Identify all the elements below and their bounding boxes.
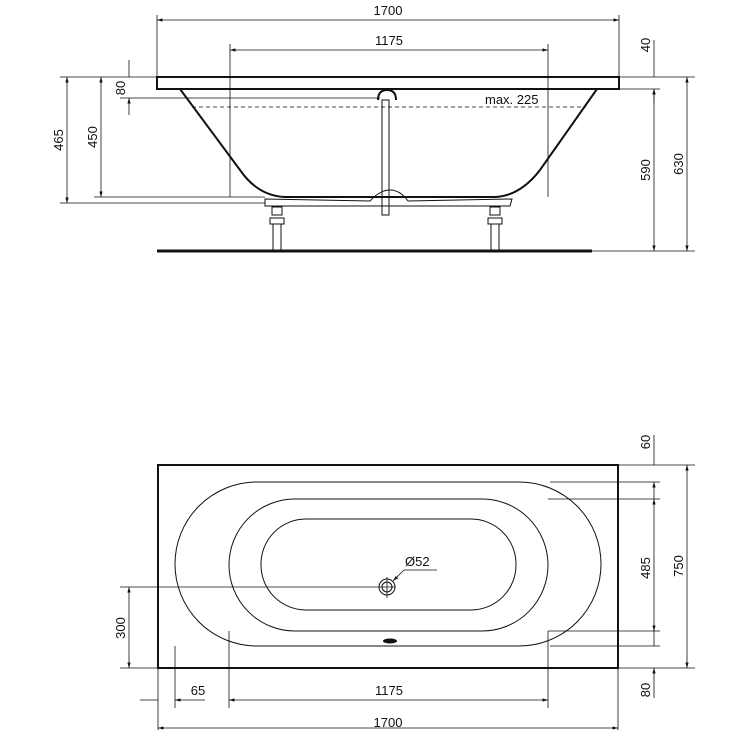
dim-630: 630 [671,153,686,175]
dim-750: 750 [671,555,686,577]
tub-body [179,88,598,198]
middle-basin-contour [228,498,549,632]
tub-outline [157,464,619,669]
drain-diameter-label: Ø52 [405,554,430,569]
drain-icon [378,577,396,598]
tub-rim [156,76,620,90]
dim-465: 465 [51,129,66,151]
dim-1700: 1700 [374,3,403,18]
dim-300: 300 [113,617,128,639]
dim-1175: 1175 [375,33,403,48]
dim-1175-bottom: 1175 [375,683,403,698]
dim-80-bottom: 80 [638,683,653,697]
side-view: 1700 1175 40 80 465 450 590 630 max. 225 [51,3,695,253]
support-leg-right [487,206,503,251]
drain-pipe [377,88,397,216]
dim-485: 485 [638,557,653,579]
dim-40: 40 [638,38,653,52]
tub-base-plate [264,189,513,207]
dim-80: 80 [113,81,128,95]
inner-basin-contour [260,518,517,611]
dim-1700-bottom: 1700 [374,715,403,730]
dim-60: 60 [638,435,653,449]
water-level-label: max. 225 [485,92,538,107]
dim-65: 65 [191,683,205,698]
overflow-icon [383,638,397,644]
dim-590: 590 [638,159,653,181]
top-view: Ø52 60 485 80 750 300 65 1175 1700 [113,435,695,730]
outer-basin-contour [174,481,602,647]
support-leg-left [269,206,285,251]
dim-450: 450 [85,126,100,148]
